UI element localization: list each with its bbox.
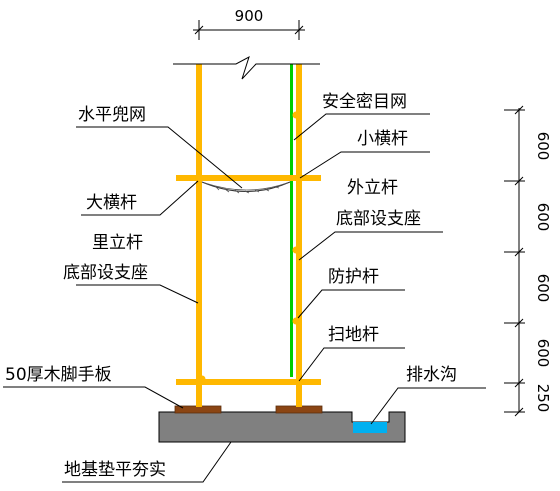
label-inner-pole-support: 底部设支座 [63,263,148,283]
label-sweep-bar: 扫地杆 [328,325,379,345]
right-dim-3: 600 [534,274,552,303]
right-dimension-chain [504,105,525,417]
right-dim-4: 600 [534,339,552,368]
right-dim-1: 600 [534,132,552,161]
outer-pole [296,64,302,407]
label-outer-pole-support: 底部设支座 [336,209,421,229]
leader-lines [3,113,486,483]
joint-dot [198,375,206,383]
label-safety-net: 安全密目网 [322,92,407,112]
label-horizontal-net: 水平兜网 [78,105,146,125]
inner-pole [196,64,202,407]
label-plank: 50厚木脚手板 [5,365,112,385]
drain-water [353,422,387,433]
big-crossbar [176,175,321,181]
label-foundation: 地基垫平夯实 [64,460,166,480]
top-dimension-value: 900 [235,7,264,25]
right-dim-2: 600 [534,203,552,232]
label-drain: 排水沟 [406,365,457,385]
top-dimension [193,20,305,40]
safety-net-line [290,64,293,377]
label-small-crossbar: 小横杆 [357,129,408,149]
joint-dot [292,317,300,325]
right-dim-5: 250 [534,384,552,413]
label-outer-pole: 外立杆 [347,178,398,198]
horizontal-net-hatch [204,182,288,194]
joint-dot [292,246,300,254]
outer-base-pad [275,405,323,414]
joint-dot [292,111,300,119]
label-inner-pole: 里立杆 [92,233,143,253]
sweep-bar [176,379,321,385]
ground-slab [158,411,406,443]
label-big-crossbar: 大横杆 [86,193,137,213]
break-line [173,55,320,80]
label-guard-bar: 防护杆 [328,267,379,287]
